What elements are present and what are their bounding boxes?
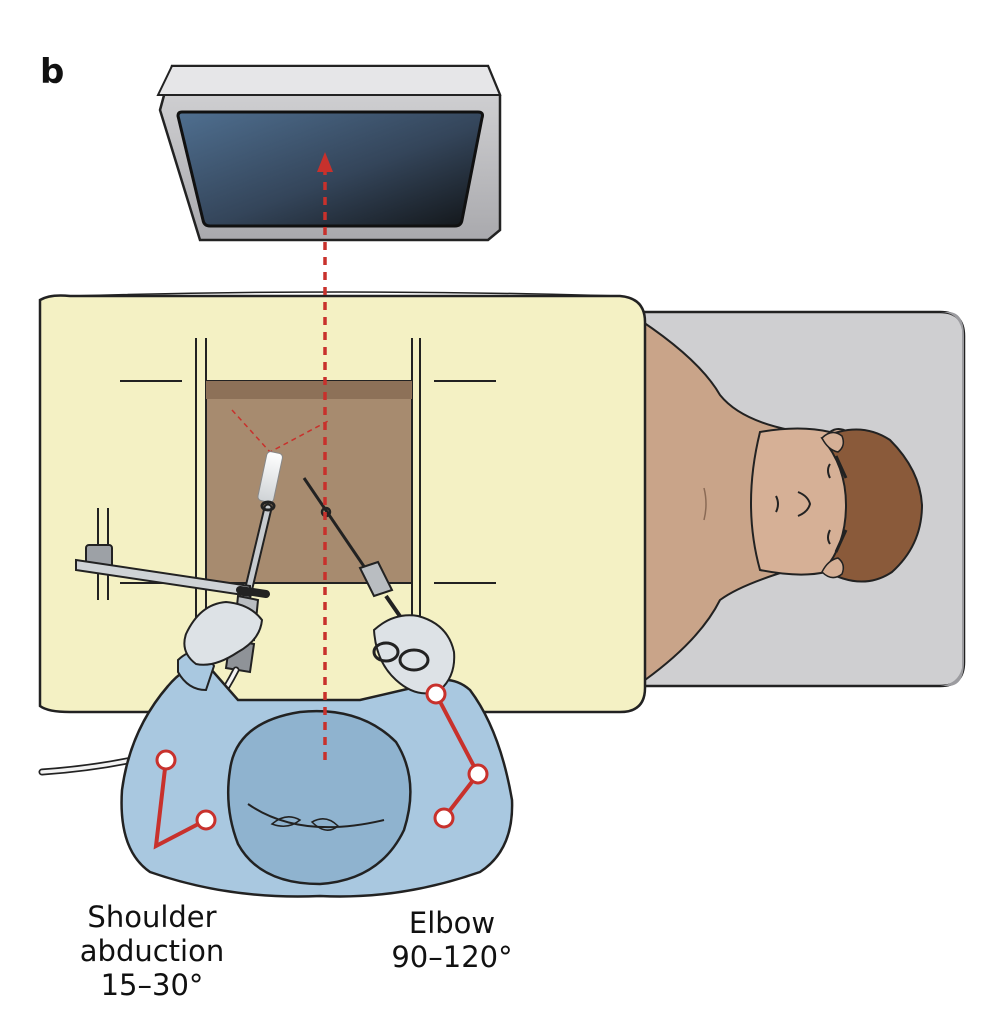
monitor	[156, 64, 502, 242]
elbow-label-line1: Elbow	[408, 906, 496, 940]
elbow-angle-marker	[425, 683, 489, 829]
line-of-sight-arrow	[317, 152, 333, 760]
patient	[638, 318, 924, 682]
shoulder-abduction-label: Shoulder abduction 15–30°	[42, 900, 262, 1002]
right-glove-icon	[372, 614, 456, 695]
shoulder-angle-marker	[153, 749, 217, 850]
shoulder-label-line3: 15–30°	[100, 968, 204, 1002]
instrument-ring-icon	[398, 648, 430, 672]
scope-holder-arm	[75, 508, 270, 600]
shoulder-label-line2: abduction	[79, 934, 225, 968]
shoulder-label-line1: Shoulder	[87, 900, 217, 934]
surgical-instrument	[302, 477, 406, 624]
ear-left-icon	[821, 431, 845, 453]
panel-letter: b	[40, 52, 65, 92]
elbow-label-line2: 90–120°	[391, 940, 513, 974]
elbow-angle-label: Elbow 90–120°	[352, 906, 552, 974]
ear-right-icon	[821, 557, 845, 579]
left-glove-icon	[183, 600, 264, 666]
surgical-field	[120, 338, 496, 628]
surgeon	[120, 600, 514, 898]
